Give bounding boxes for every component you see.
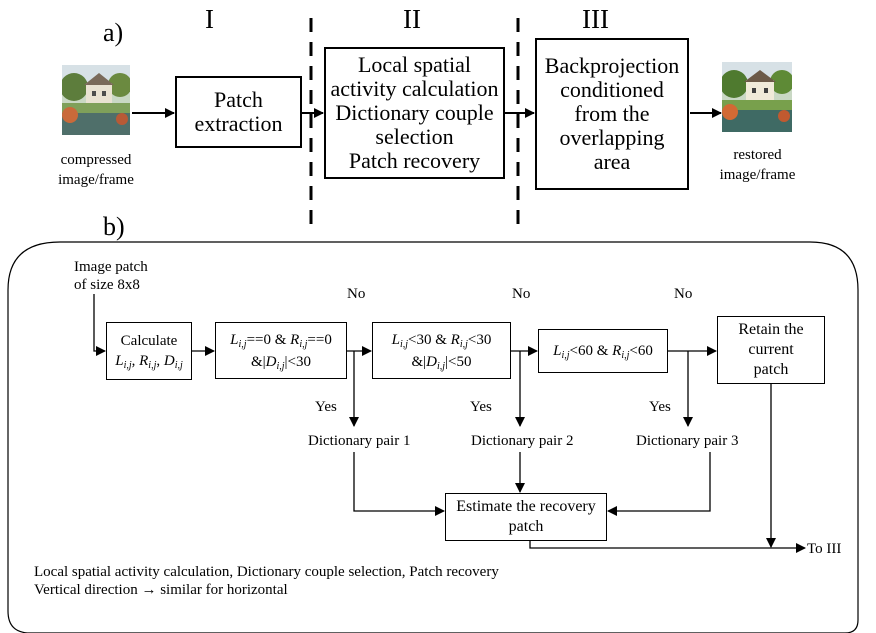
retain-patch-box: Retain the current patch (717, 316, 825, 384)
calculate-label: Calculate (120, 333, 178, 349)
arrow-pair3-to-estimate (607, 452, 711, 516)
cond3-threshold-r: 60 (637, 343, 653, 359)
cond2-threshold-r: 30 (476, 331, 492, 348)
condition-box-3: Li,j<60 & Ri,j<60 (538, 329, 668, 373)
compressed-image-thumbnail (62, 65, 130, 135)
input-caption: compressed image/frame (58, 152, 134, 188)
patch-extraction-box: Patch extraction (175, 76, 302, 148)
condition-box-2: Li,j<30 & Ri,j<30 &|Di,j|<50 (372, 322, 511, 379)
arrow-estimate-to-output (529, 541, 806, 553)
patch-recovery-box: Local spatial activity calculation Dicti… (324, 47, 505, 179)
stage-number-2: II (403, 4, 421, 34)
calculate-box: Calculate Li,j, Ri,j, Di,j (106, 322, 192, 380)
stage-number-1: I (205, 4, 214, 34)
estimate-recovery-box: Estimate the recovery patch (445, 493, 607, 541)
yes-label-3: Yes (649, 399, 671, 415)
backprojection-box: Backprojection conditioned from the over… (535, 38, 689, 190)
footer-line-1: Local spatial activity calculation, Dict… (34, 564, 499, 580)
no-label-2: No (512, 286, 531, 302)
part-a-label: a) (103, 18, 124, 47)
input-patch-label: Image patch of size 8x8 (74, 259, 148, 293)
part-b-label: b) (103, 212, 125, 241)
cond3-threshold-l: 60 (578, 343, 593, 359)
arrow-patch-to-calculate (93, 294, 106, 356)
yes-label-1: Yes (315, 399, 337, 415)
stage-number-3: III (582, 4, 609, 34)
arrow-pair1-to-estimate (353, 452, 445, 516)
cond2-threshold-d: 50 (456, 353, 472, 370)
output-caption: restored image/frame (719, 147, 796, 183)
dictionary-pair-1: Dictionary pair 1 (308, 433, 411, 449)
restored-image-thumbnail (722, 62, 792, 132)
condition-box-1: Li,j==0 & Ri,j==0 &|Di,j|<30 (215, 322, 347, 379)
flowchart-container (7, 241, 859, 633)
yes-label-2: Yes (470, 399, 492, 415)
no-label-3: No (674, 286, 693, 302)
to-stage-three-label: To III (807, 541, 842, 557)
no-label-1: No (347, 286, 366, 302)
dictionary-pair-3: Dictionary pair 3 (636, 433, 739, 449)
dictionary-pair-2: Dictionary pair 2 (471, 433, 574, 449)
footer-line-2: Vertical direction → similar for horizon… (34, 582, 288, 598)
cond1-threshold: 30 (296, 353, 312, 370)
cond2-threshold-l: 30 (416, 331, 432, 348)
